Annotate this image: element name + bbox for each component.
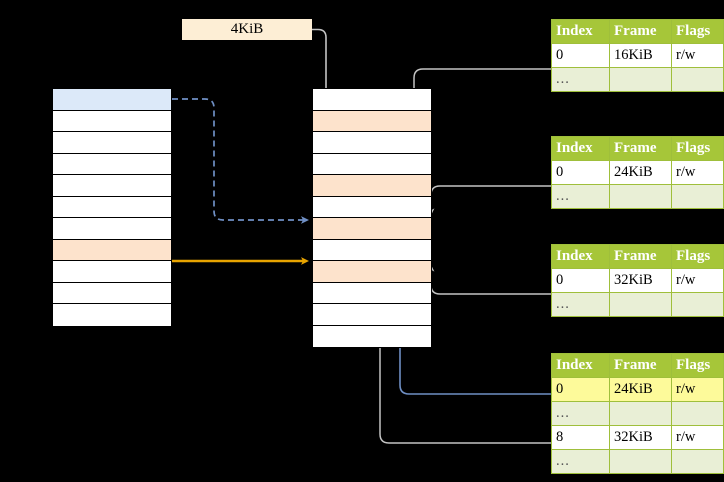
cell-flags [671, 67, 724, 92]
memory-cell [313, 132, 431, 154]
cell-flags [671, 292, 724, 317]
column-header-index: Index [551, 244, 610, 269]
memory-cell [53, 110, 171, 132]
column-header-index: Index [551, 136, 610, 161]
cell-frame: 32KiB [609, 268, 672, 293]
memory-cell [53, 132, 171, 154]
cell-frame [609, 67, 672, 92]
memory-cell [313, 110, 431, 132]
dashed-blue-virtual-to-physical [172, 98, 310, 224]
table-row-ellipsis: ... [551, 449, 724, 474]
column-header-frame: Frame [609, 244, 672, 269]
memory-cell [53, 239, 171, 261]
memory-cell [53, 196, 171, 218]
cell-flags: r/w [671, 160, 724, 185]
column-header-flags: Flags [671, 136, 724, 161]
memory-cell [313, 218, 431, 240]
memory-cell [313, 196, 431, 218]
cell-index: 0 [551, 377, 610, 402]
cell-index: 8 [551, 425, 610, 450]
cell-frame [609, 292, 672, 317]
left-memory-stack [52, 88, 172, 327]
memory-cell [53, 175, 171, 197]
column-header-frame: Frame [609, 136, 672, 161]
memory-cell [53, 89, 171, 111]
cell-flags [671, 184, 724, 209]
column-header-frame: Frame [609, 353, 672, 378]
table-row-ellipsis: ... [551, 67, 724, 92]
memory-cell [313, 89, 431, 111]
memory-cell [313, 325, 431, 347]
cell-index: ... [551, 449, 610, 474]
middle-memory-stack [312, 88, 432, 348]
column-header-frame: Frame [609, 19, 672, 44]
memory-cell [313, 175, 431, 197]
memory-cell [53, 304, 171, 326]
column-header-flags: Flags [671, 353, 724, 378]
memory-cell [313, 304, 431, 326]
cell-frame [609, 401, 672, 426]
table-row-ellipsis: ... [551, 292, 724, 317]
cell-flags: r/w [671, 43, 724, 68]
cell-frame: 32KiB [609, 425, 672, 450]
memory-cell [53, 218, 171, 240]
memory-cell [53, 153, 171, 175]
column-header-flags: Flags [671, 244, 724, 269]
table1-to-frame [427, 185, 551, 216]
cell-frame [609, 184, 672, 209]
page-size-label: 4KiB [182, 19, 312, 40]
cell-frame: 24KiB [609, 377, 672, 402]
memory-cell [313, 153, 431, 175]
cell-index: ... [551, 184, 610, 209]
table-row-ellipsis: ... [551, 401, 724, 426]
column-header-index: Index [551, 353, 610, 378]
table2-to-frame [427, 264, 551, 295]
cell-frame [609, 449, 672, 474]
cell-index: 0 [551, 43, 610, 68]
memory-cell [53, 261, 171, 283]
memory-cell [53, 282, 171, 304]
cell-index: 0 [551, 268, 610, 293]
column-header-flags: Flags [671, 19, 724, 44]
cell-frame: 16KiB [609, 43, 672, 68]
table-row-ellipsis: ... [551, 184, 724, 209]
cell-flags: r/w [671, 268, 724, 293]
cell-index: ... [551, 401, 610, 426]
cell-index: ... [551, 292, 610, 317]
memory-cell [313, 282, 431, 304]
cell-flags: r/w [671, 377, 724, 402]
cell-frame: 24KiB [609, 160, 672, 185]
cell-index: ... [551, 67, 610, 92]
cell-flags [671, 401, 724, 426]
cell-flags [671, 449, 724, 474]
table0-to-frame [410, 68, 551, 178]
memory-cell [313, 239, 431, 261]
memory-cell [313, 261, 431, 283]
cell-flags: r/w [671, 425, 724, 450]
column-header-index: Index [551, 19, 610, 44]
cell-index: 0 [551, 160, 610, 185]
